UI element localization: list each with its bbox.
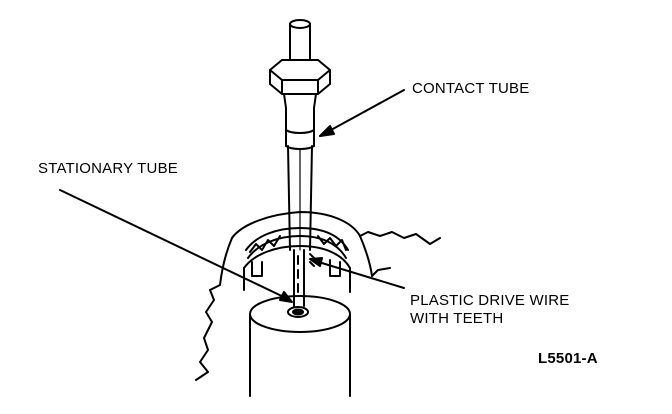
- contact-tube: [269, 19, 331, 251]
- contact-tube-arrow: [319, 125, 335, 137]
- plastic-drive-wire: [293, 249, 315, 307]
- figure-id: L5501-A: [538, 350, 598, 367]
- plastic-drive-wire-label-line1: PLASTIC DRIVE WIRE: [410, 292, 570, 309]
- stationary-tube-arrow: [279, 291, 293, 303]
- stationary-tube: [249, 295, 351, 397]
- stationary-tube-label: STATIONARY TUBE: [38, 160, 178, 177]
- leader-lines: [59, 89, 405, 303]
- plastic-drive-wire-arrow: [309, 257, 323, 267]
- plastic-drive-wire-label-line2: WITH TEETH: [410, 310, 504, 327]
- contact-tube-label: CONTACT TUBE: [412, 80, 530, 97]
- sender-housing: [195, 211, 441, 381]
